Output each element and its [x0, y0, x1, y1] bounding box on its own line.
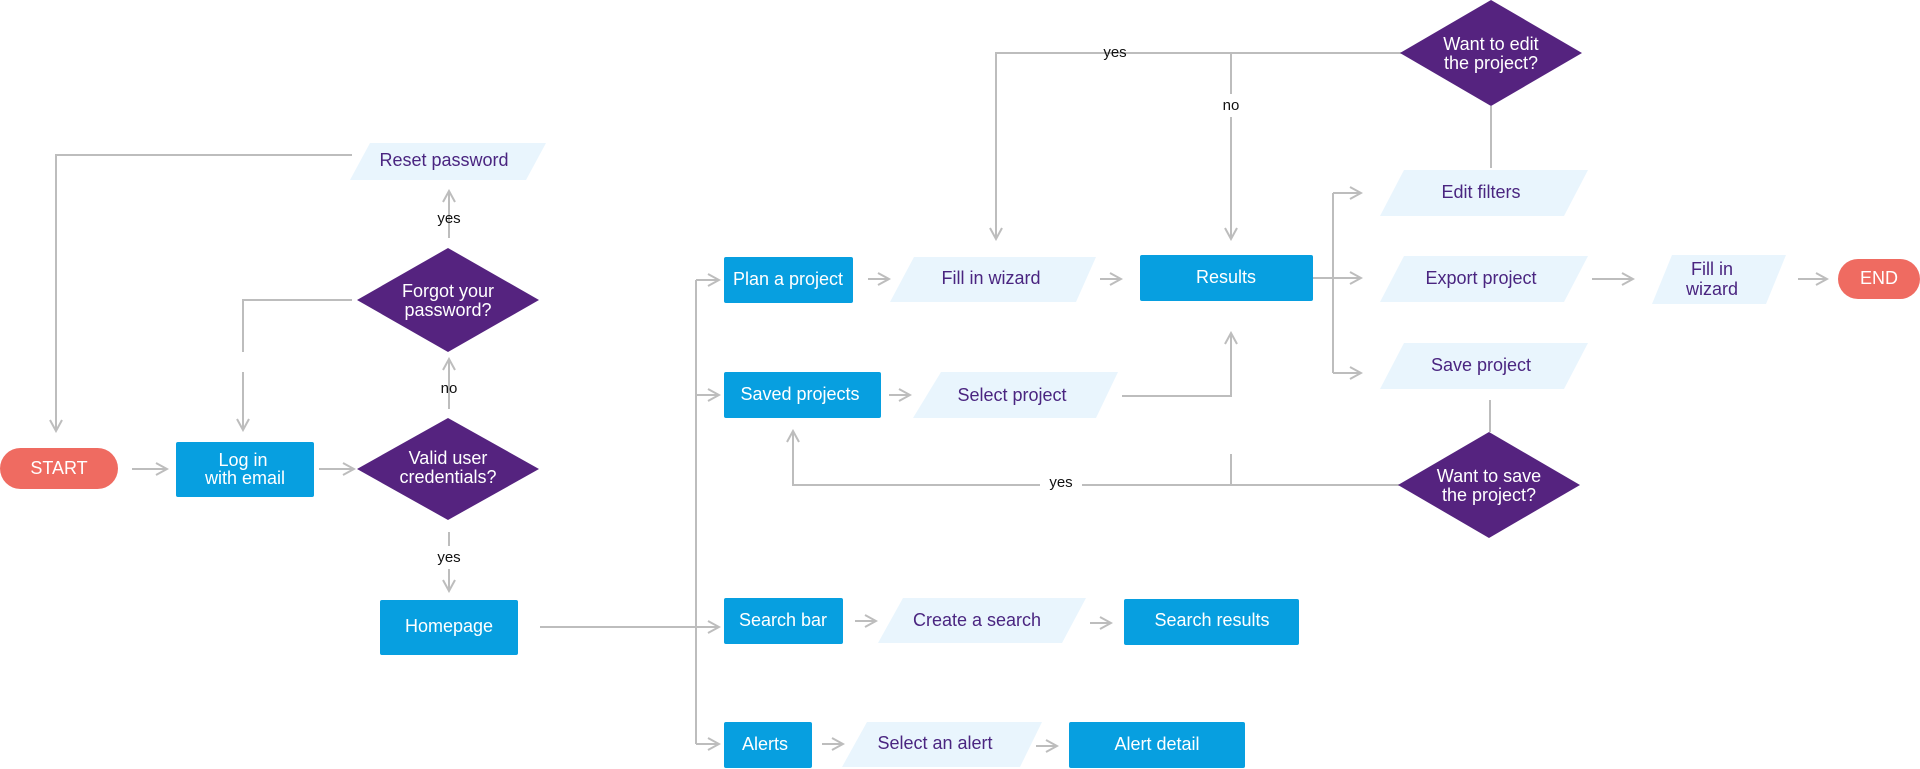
want-save-label-2: the project? — [1442, 485, 1536, 505]
results-process: Results — [1140, 255, 1313, 301]
edit-filters-label: Edit filters — [1441, 182, 1520, 202]
search-results-process: Search results — [1124, 599, 1299, 645]
want-save-decision: Want to save the project? — [1398, 432, 1580, 538]
label-forgot-yes: yes — [437, 210, 460, 227]
search-bar-process: Search bar — [724, 598, 843, 644]
fill1-label: Fill in wizard — [941, 268, 1040, 288]
end-label: END — [1860, 268, 1898, 288]
saved-projects-process: Saved projects — [724, 372, 881, 418]
start-terminal: START — [0, 448, 118, 489]
create-search-io: Create a search — [878, 598, 1086, 643]
export-label: Export project — [1425, 268, 1536, 288]
valid-credentials-decision: Valid user credentials? — [357, 418, 539, 520]
reset-password-io: Reset password — [350, 143, 546, 180]
select-alert-label: Select an alert — [877, 733, 992, 753]
save-project-io: Save project — [1380, 343, 1588, 389]
plan-project-process: Plan a project — [724, 257, 853, 303]
save-project-label: Save project — [1431, 355, 1531, 375]
label-valid-no: no — [441, 380, 458, 397]
label-valid-yes: yes — [437, 549, 460, 566]
label-edit-yes: yes — [1103, 44, 1126, 61]
want-edit-decision: Want to edit the project? — [1400, 0, 1582, 106]
select-alert-io: Select an alert — [842, 722, 1042, 767]
want-edit-label-2: the project? — [1444, 53, 1538, 73]
edge-wantedit-yes-2 — [996, 52, 1132, 238]
export-project-io: Export project — [1380, 256, 1588, 302]
want-edit-label-1: Want to edit — [1443, 34, 1538, 54]
saved-label: Saved projects — [740, 384, 859, 404]
edge-wantsave-yes-2 — [793, 432, 1040, 486]
edge-forgot-login — [242, 299, 352, 352]
forgot-password-decision: Forgot your password? — [357, 248, 539, 352]
homepage-label: Homepage — [405, 616, 493, 636]
fill2-label-2: wizard — [1685, 279, 1738, 299]
search-bar-label: Search bar — [739, 610, 827, 630]
want-save-label-1: Want to save — [1437, 466, 1541, 486]
forgot-label-2: password? — [404, 300, 491, 320]
login-label-2: with email — [204, 468, 285, 488]
valid-label-2: credentials? — [399, 467, 496, 487]
connectors — [56, 52, 1826, 746]
start-label: START — [30, 458, 87, 478]
forgot-label-1: Forgot your — [402, 281, 494, 301]
login-process: Log in with email — [176, 442, 314, 497]
results-label: Results — [1196, 267, 1256, 287]
select-project-io: Select project — [913, 372, 1118, 418]
end-terminal: END — [1838, 259, 1920, 299]
alert-detail-process: Alert detail — [1069, 722, 1245, 768]
homepage-process: Homepage — [380, 600, 518, 655]
alerts-process: Alerts — [724, 722, 812, 768]
login-label-1: Log in — [218, 450, 267, 470]
label-edit-no: no — [1223, 97, 1240, 114]
create-search-label: Create a search — [913, 610, 1041, 630]
fill-wizard-2-io: Fill in wizard — [1652, 255, 1786, 304]
reset-label: Reset password — [379, 150, 508, 170]
valid-label-1: Valid user — [409, 448, 488, 468]
edge-labels: yes no yes yes no yes — [437, 44, 1239, 566]
fill-wizard-io: Fill in wizard — [890, 257, 1096, 302]
edge-select-results — [1122, 334, 1231, 397]
plan-label: Plan a project — [733, 269, 843, 289]
edge-reset-start — [56, 154, 352, 430]
alerts-label: Alerts — [742, 734, 788, 754]
label-save-yes: yes — [1049, 474, 1072, 491]
fill2-label-1: Fill in — [1691, 259, 1733, 279]
edit-filters-io: Edit filters — [1380, 170, 1588, 216]
select-project-label: Select project — [957, 385, 1066, 405]
alert-detail-label: Alert detail — [1114, 734, 1199, 754]
search-results-label: Search results — [1154, 610, 1269, 630]
